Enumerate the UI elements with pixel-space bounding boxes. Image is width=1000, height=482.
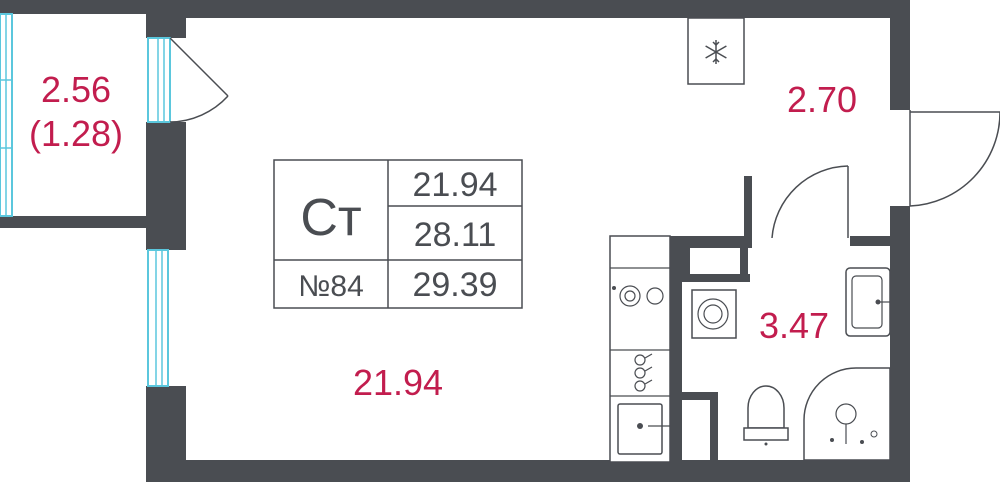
apartment-number: №84 <box>298 270 364 303</box>
balcony-reduced-area-label: (1.28) <box>29 113 123 154</box>
snowflake-icon <box>705 40 727 64</box>
shower-icon <box>803 367 891 461</box>
cooktop-icon <box>612 285 664 307</box>
washbasin-icon <box>845 267 891 337</box>
living-area-value: 21.94 <box>412 166 497 204</box>
usable-area-value: 28.11 <box>414 216 497 254</box>
balcony-door <box>147 37 229 123</box>
main-window <box>147 249 169 387</box>
balcony-area-label: 2.56 <box>41 69 111 110</box>
toilet-icon <box>743 385 789 446</box>
balcony-window <box>0 13 13 217</box>
hallway-area-label: 2.70 <box>787 79 857 120</box>
washing-machine-icon <box>691 289 737 339</box>
ac-unit <box>687 17 745 85</box>
main-room-area-label: 21.94 <box>353 362 443 403</box>
apartment-type: Ст <box>300 189 361 247</box>
sink-icon <box>617 403 670 455</box>
kitchen-counter <box>609 235 671 463</box>
bathroom-door <box>771 165 849 239</box>
total-area-value: 29.39 <box>412 266 497 304</box>
entrance-door <box>909 110 1000 207</box>
bathroom-area-label: 3.47 <box>759 305 829 346</box>
apartment-info-table: Ст №84 21.94 28.11 29.39 <box>273 159 523 309</box>
burner-icon <box>634 353 653 392</box>
walls <box>0 0 910 482</box>
